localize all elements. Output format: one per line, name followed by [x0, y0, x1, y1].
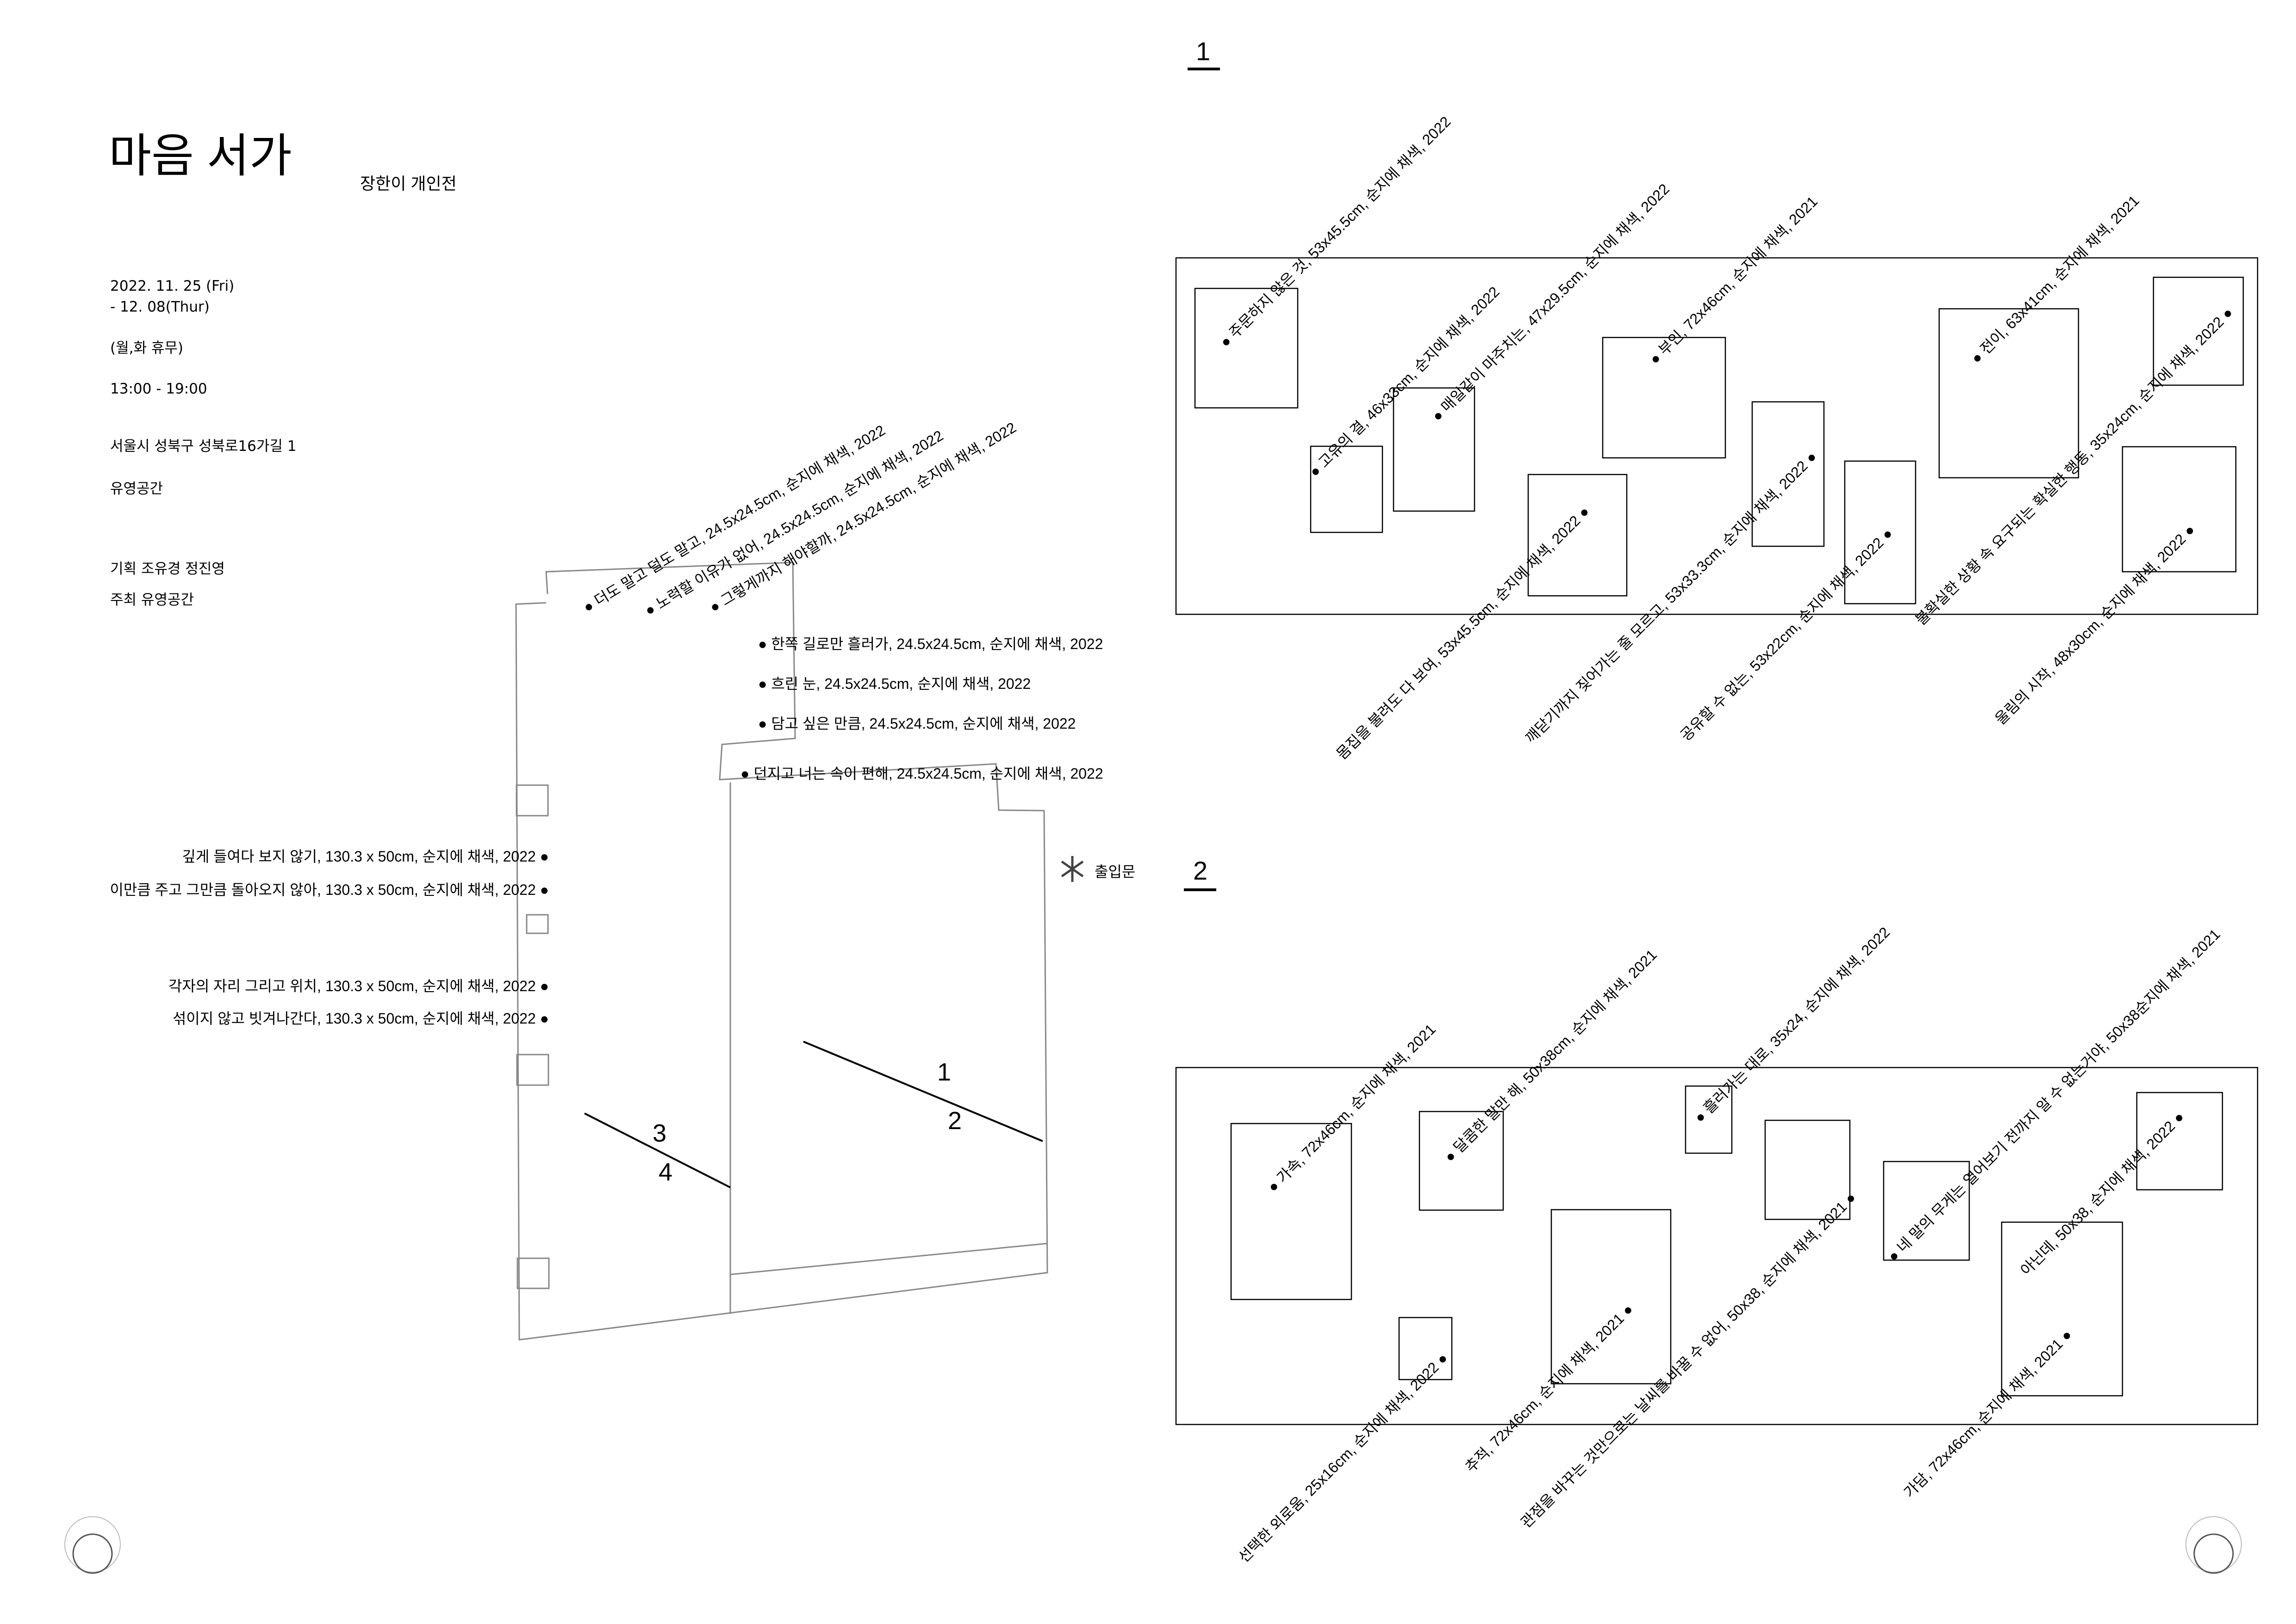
- wall-number-4: 4: [659, 1158, 673, 1186]
- artwork-frame: [1550, 1209, 1672, 1385]
- pillar: [526, 914, 549, 934]
- artwork-label: 각자의 자리 그리고 위치, 130.3 x 50cm, 순지에 채색, 202…: [168, 978, 549, 994]
- artwork-label: ● 흐린 눈, 24.5x24.5cm, 순지에 채색, 2022: [758, 675, 1031, 692]
- floor-outline: [515, 562, 1048, 1341]
- wall-1-elevation: [1175, 257, 2259, 615]
- artwork-frame: [1844, 460, 1916, 605]
- artwork-label: ● 던지고 너는 속이 편해, 24.5x24.5cm, 순지에 채색, 202…: [740, 765, 1103, 782]
- host: 주최 유영공간: [110, 592, 194, 608]
- wall-1-2-marker: [803, 1041, 1043, 1142]
- artwork-frame: [2153, 276, 2244, 386]
- circle-mark-left: [64, 1516, 121, 1574]
- asterisk-icon: [1061, 856, 1084, 882]
- venue: 유영공간: [110, 481, 163, 497]
- artwork-label: 이만큼 주고 그만큼 돌아오지 않아, 130.3 x 50cm, 순지에 채색…: [110, 881, 549, 898]
- wall-number-1: 1: [937, 1058, 952, 1086]
- section-1-underline: [1188, 68, 1220, 70]
- wall-number-2: 2: [948, 1107, 962, 1135]
- artwork-frame: [1685, 1085, 1733, 1154]
- artwork-label: ● 한쪽 길로만 흘러가, 24.5x24.5cm, 순지에 채색, 2022: [758, 636, 1103, 652]
- exhibition-subtitle: 장한이 개인전: [360, 174, 457, 193]
- artwork-frame: [1602, 337, 1726, 459]
- artwork-frame: [1398, 1317, 1453, 1380]
- pillar: [516, 784, 549, 817]
- artwork-label: ● 담고 싶은 만큼, 24.5x24.5cm, 순지에 채색, 2022: [758, 715, 1076, 732]
- artwork-frame: [1419, 1111, 1504, 1211]
- date-start: 2022. 11. 25 (Fri): [110, 278, 235, 294]
- pillar: [516, 1257, 550, 1289]
- artwork-frame: [1230, 1123, 1352, 1300]
- closed-days: (월,화 휴무): [110, 340, 183, 356]
- wall-number-3: 3: [653, 1119, 667, 1147]
- artwork-frame: [2136, 1092, 2223, 1191]
- artwork-frame: [1751, 401, 1825, 547]
- entrance-label: 출입문: [1095, 863, 1136, 881]
- wall-2-elevation: [1175, 1067, 2259, 1425]
- floor-plan: [515, 562, 1048, 1341]
- wall-2-frame: [1175, 1067, 2259, 1425]
- artwork-label: 섞이지 않고 빗겨나간다, 130.3 x 50cm, 순지에 채색, 2022…: [172, 1010, 549, 1027]
- wall-1-frame: [1175, 257, 2259, 615]
- opening-hours: 13:00 - 19:00: [110, 381, 207, 397]
- artwork-frame: [1764, 1119, 1851, 1220]
- artwork-frame: [1194, 287, 1299, 409]
- section-2-underline: [1184, 888, 1216, 891]
- artwork-frame: [1938, 308, 2079, 479]
- artwork-frame: [1883, 1161, 1970, 1261]
- curators: 기획 조유경 정진영: [110, 561, 225, 577]
- date-end: - 12. 08(Thur): [110, 299, 210, 315]
- exhibition-title: 마음 서가: [109, 130, 292, 182]
- section-2-number: 2: [1193, 856, 1208, 885]
- platform-edge: [730, 1243, 1048, 1275]
- address: 서울시 성북구 성북로16가길 1: [110, 438, 297, 455]
- artwork-frame: [1393, 387, 1475, 512]
- pillar: [516, 1054, 549, 1086]
- wall-3-4-marker: [584, 1112, 731, 1188]
- artwork-frame: [2001, 1221, 2123, 1397]
- artwork-frame: [2122, 446, 2237, 573]
- artwork-frame: [1527, 474, 1628, 597]
- circle-mark-right: [2185, 1516, 2242, 1574]
- artwork-frame: [1310, 445, 1383, 533]
- section-1-number: 1: [1196, 37, 1211, 66]
- artwork-label: 깊게 들여다 보지 않기, 130.3 x 50cm, 순지에 채색, 2022…: [182, 848, 549, 865]
